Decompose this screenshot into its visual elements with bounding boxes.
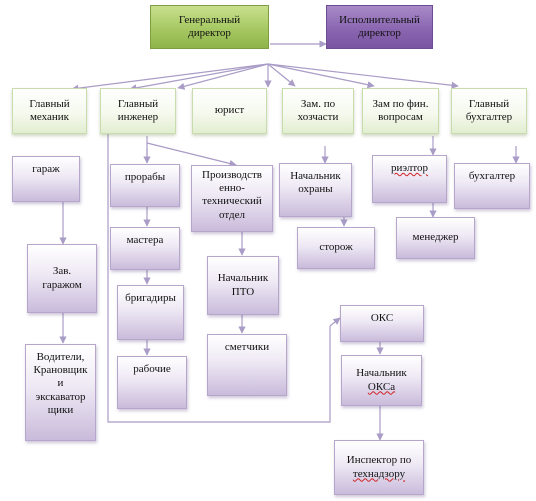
arrow-to-chief-engineer [129, 63, 269, 92]
executive-director-label: Исполнительный директор [339, 13, 420, 39]
garage-label: гараж [32, 163, 60, 175]
production-dept-box[interactable]: Производств енно- технический отдел [191, 165, 273, 232]
oks-head-line1: Начальник [356, 367, 407, 380]
realtor-box[interactable]: риэлтор [372, 155, 447, 203]
tech-inspector-line1: Инспектор по [346, 454, 412, 467]
executive-director-box[interactable]: Исполнительный директор [326, 5, 433, 49]
foremen-box[interactable]: прорабы [110, 164, 180, 207]
arrow-to-production-dept [146, 142, 237, 167]
masters-box[interactable]: мастера [110, 227, 180, 270]
estimators-box[interactable]: сметчики [207, 334, 287, 396]
brigadiers-box[interactable]: бригадиры [117, 285, 184, 340]
drivers-label: Водители, Крановщик и экскаватор щики [33, 351, 88, 416]
oks-head-label: Начальник ОКСа [356, 367, 407, 393]
accountant-label: бухгалтер [468, 170, 516, 182]
garage-box[interactable]: гараж [12, 156, 80, 202]
arrow-to-chief-mechanic [71, 63, 269, 92]
pto-head-label: Начальник ПТО [217, 272, 269, 298]
general-director-label: Генеральный директор [178, 13, 241, 39]
accountant-box[interactable]: бухгалтер [454, 163, 530, 209]
deputy-finance-box[interactable]: Зам по фин. вопросам [362, 88, 439, 134]
realtor-label: риэлтор [390, 162, 429, 174]
oks-head-box[interactable]: Начальник ОКСа [341, 355, 422, 406]
masters-label: мастера [126, 234, 164, 246]
foremen-label: прорабы [124, 171, 166, 183]
watchman-box[interactable]: сторож [297, 227, 375, 269]
workers-box[interactable]: рабочие [117, 356, 187, 409]
manager-label: менеджер [412, 231, 459, 244]
pto-head-box[interactable]: Начальник ПТО [207, 256, 279, 315]
chief-accountant-box[interactable]: Главный бухгалтер [451, 88, 527, 134]
line-engineer-to-oks [107, 114, 331, 423]
garage-head-box[interactable]: Зав. гаражом [27, 244, 97, 313]
deputy-finance-label: Зам по фин. вопросам [372, 97, 429, 123]
watchman-label: сторож [319, 241, 353, 254]
chief-engineer-box[interactable]: Главный инженер [100, 88, 176, 134]
oks-box[interactable]: ОКС [340, 305, 424, 342]
tech-inspector-label: Инспектор по технадзору [347, 454, 411, 480]
tech-inspector-box[interactable]: Инспектор по технадзору [334, 440, 424, 495]
tech-inspector-line2: технадзору [352, 467, 406, 480]
chief-engineer-label: Главный инженер [117, 97, 159, 123]
arrow-to-deputy-household [267, 63, 296, 87]
arrow-to-lawyer [177, 63, 269, 90]
deputy-household-box[interactable]: Зам. по хозчасти [282, 88, 354, 134]
lawyer-label: юрист [214, 104, 245, 117]
chief-mechanic-label: Главный механик [29, 97, 70, 123]
chief-mechanic-box[interactable]: Главный механик [12, 88, 87, 134]
brigadiers-label: бригадиры [125, 292, 176, 304]
oks-head-line2: ОКСа [367, 380, 396, 393]
production-dept-label: Производств енно- технический отдел [202, 169, 262, 221]
drivers-box[interactable]: Водители, Крановщик и экскаватор щики [25, 344, 96, 441]
oks-label: ОКС [370, 312, 394, 324]
security-head-label: Начальник охраны [290, 170, 341, 196]
general-director-box[interactable]: Генеральный директор [150, 5, 269, 49]
garage-head-label: Зав. гаражом [42, 265, 82, 291]
arrow-into-oks [329, 317, 341, 327]
arrow-to-deputy-finance [267, 63, 375, 89]
arrow-to-chief-accountant [267, 63, 459, 89]
security-head-box[interactable]: Начальник охраны [279, 163, 352, 217]
manager-box[interactable]: менеджер [396, 217, 475, 259]
chief-accountant-label: Главный бухгалтер [465, 97, 513, 123]
lawyer-box[interactable]: юрист [192, 88, 267, 134]
workers-label: рабочие [133, 363, 171, 375]
estimators-label: сметчики [224, 341, 270, 353]
deputy-household-label: Зам. по хозчасти [297, 97, 339, 123]
